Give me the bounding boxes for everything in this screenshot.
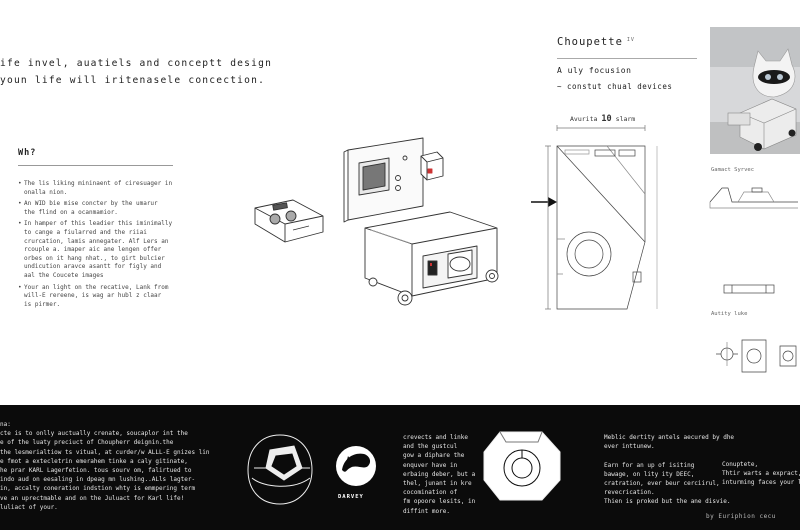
band-line: cocomination of bbox=[403, 489, 458, 497]
band-line: revecrication. bbox=[604, 489, 655, 497]
project-divider bbox=[557, 58, 697, 59]
side-drawing-mid bbox=[723, 284, 775, 294]
headline-line-2: youn life will iritenasele concection. bbox=[0, 75, 266, 86]
why-title: Wh? bbox=[18, 148, 37, 158]
band-line: Thtir warts a expract,a bbox=[722, 470, 800, 478]
technical-drawing bbox=[545, 125, 658, 310]
band-line: in, accalty coneration indstion whty is … bbox=[0, 485, 196, 493]
side-drawing-bottom bbox=[716, 339, 797, 373]
project-title-text: Choupette bbox=[557, 36, 623, 48]
headline: ife invel, auatiels and conceptt design … bbox=[0, 55, 330, 89]
band-line: indo aud on eesaling in dpeag mn lushing… bbox=[0, 476, 196, 484]
band-line: inturming faces your lie bbox=[722, 479, 800, 487]
head-sketch-2 bbox=[483, 431, 561, 501]
project-subtitle-2: ~ constut chual devices bbox=[557, 82, 673, 91]
darvey-logo-icon bbox=[336, 446, 376, 486]
band-column-2: crevects and linke and the gustcul gow a… bbox=[403, 433, 475, 516]
band-line: he prar KARL Lagerfetion. tous sourv om,… bbox=[0, 467, 192, 475]
credit-text: by Euriphion cecu bbox=[706, 513, 776, 520]
band-line: diffint more. bbox=[403, 507, 450, 515]
band-line: na: bbox=[0, 421, 11, 428]
band-line: bawage, on lity ity DEEC, bbox=[604, 470, 695, 478]
band-column-4: Conuptete, Thtir warts a expract,a intur… bbox=[722, 460, 800, 488]
band-column-3: Meblic dertity antels aecured by dhe eve… bbox=[604, 433, 734, 507]
side-label-1: Gamact Syrvec bbox=[711, 167, 755, 173]
drawing-label-right: slarm bbox=[615, 115, 636, 123]
band-line: ve an uprectmable and on the Juluact for… bbox=[0, 494, 185, 502]
why-list: The lis liking mininaent of ciresuager i… bbox=[18, 180, 188, 312]
band-line: e fmot a extecletrin emerahem tinke a ca… bbox=[0, 457, 188, 465]
band-line: cratration, ever beur cerciirul, bbox=[604, 480, 720, 488]
band-line: Earn for an up of isiting bbox=[604, 461, 695, 469]
project-title-mark: IV bbox=[626, 36, 635, 43]
why-divider bbox=[18, 165, 173, 166]
why-item: An WID bie mise concter by the umarur th… bbox=[18, 200, 188, 217]
band-line: crevects and linke bbox=[403, 434, 469, 441]
band-line: cte is to onlly auctually crenate, souca… bbox=[0, 430, 188, 438]
drawing-label-value: 10 bbox=[601, 114, 612, 124]
darvey-label: DARVEY bbox=[338, 494, 364, 500]
band-line: and the gustcul bbox=[403, 443, 458, 451]
arrow-right-icon bbox=[531, 197, 557, 207]
band-line: Conuptete, bbox=[722, 461, 759, 468]
band-line: ever inttunew. bbox=[604, 443, 655, 451]
side-label-2: Autity luke bbox=[711, 311, 748, 317]
headline-line-1: ife invel, auatiels and conceptt design bbox=[0, 58, 273, 69]
project-subtitle: A uly focusion bbox=[557, 66, 632, 75]
band-line: the lesmerialtiow ts vitual, at curder/w… bbox=[0, 448, 210, 456]
bottom-band bbox=[0, 405, 800, 530]
side-drawing-top bbox=[709, 187, 798, 209]
band-line: Meblic dertity antels aecured by dhe bbox=[604, 434, 735, 441]
band-line: fm opoore lesits, in bbox=[403, 498, 476, 506]
drawing-label-left: Avurita bbox=[570, 115, 598, 123]
band-line: e of the luaty preciuct of Choupherr dei… bbox=[0, 439, 174, 447]
band-line bbox=[604, 451, 734, 460]
product-photo bbox=[710, 27, 800, 154]
band-line: luliact of your. bbox=[0, 503, 58, 511]
band-line: Thien is proked but the ane disvie. bbox=[604, 498, 731, 506]
robot-cat-photo bbox=[710, 27, 800, 154]
band-column-1: na: cte is to onlly auctually crenate, s… bbox=[0, 420, 210, 512]
device-illustration bbox=[254, 137, 499, 306]
band-line: thel, junant in kre bbox=[403, 480, 472, 488]
why-item: The lis liking mininaent of ciresuager i… bbox=[18, 180, 188, 197]
band-line: gow a diphare the bbox=[403, 452, 465, 460]
why-item: Your an light on the recative, Lank from… bbox=[18, 284, 188, 310]
why-item: In hamper of this leadier this iminimall… bbox=[18, 220, 188, 280]
band-line: enquver have in bbox=[403, 461, 458, 469]
head-sketch-1 bbox=[247, 434, 313, 505]
band-line: erbaing deber, but a bbox=[403, 470, 476, 478]
